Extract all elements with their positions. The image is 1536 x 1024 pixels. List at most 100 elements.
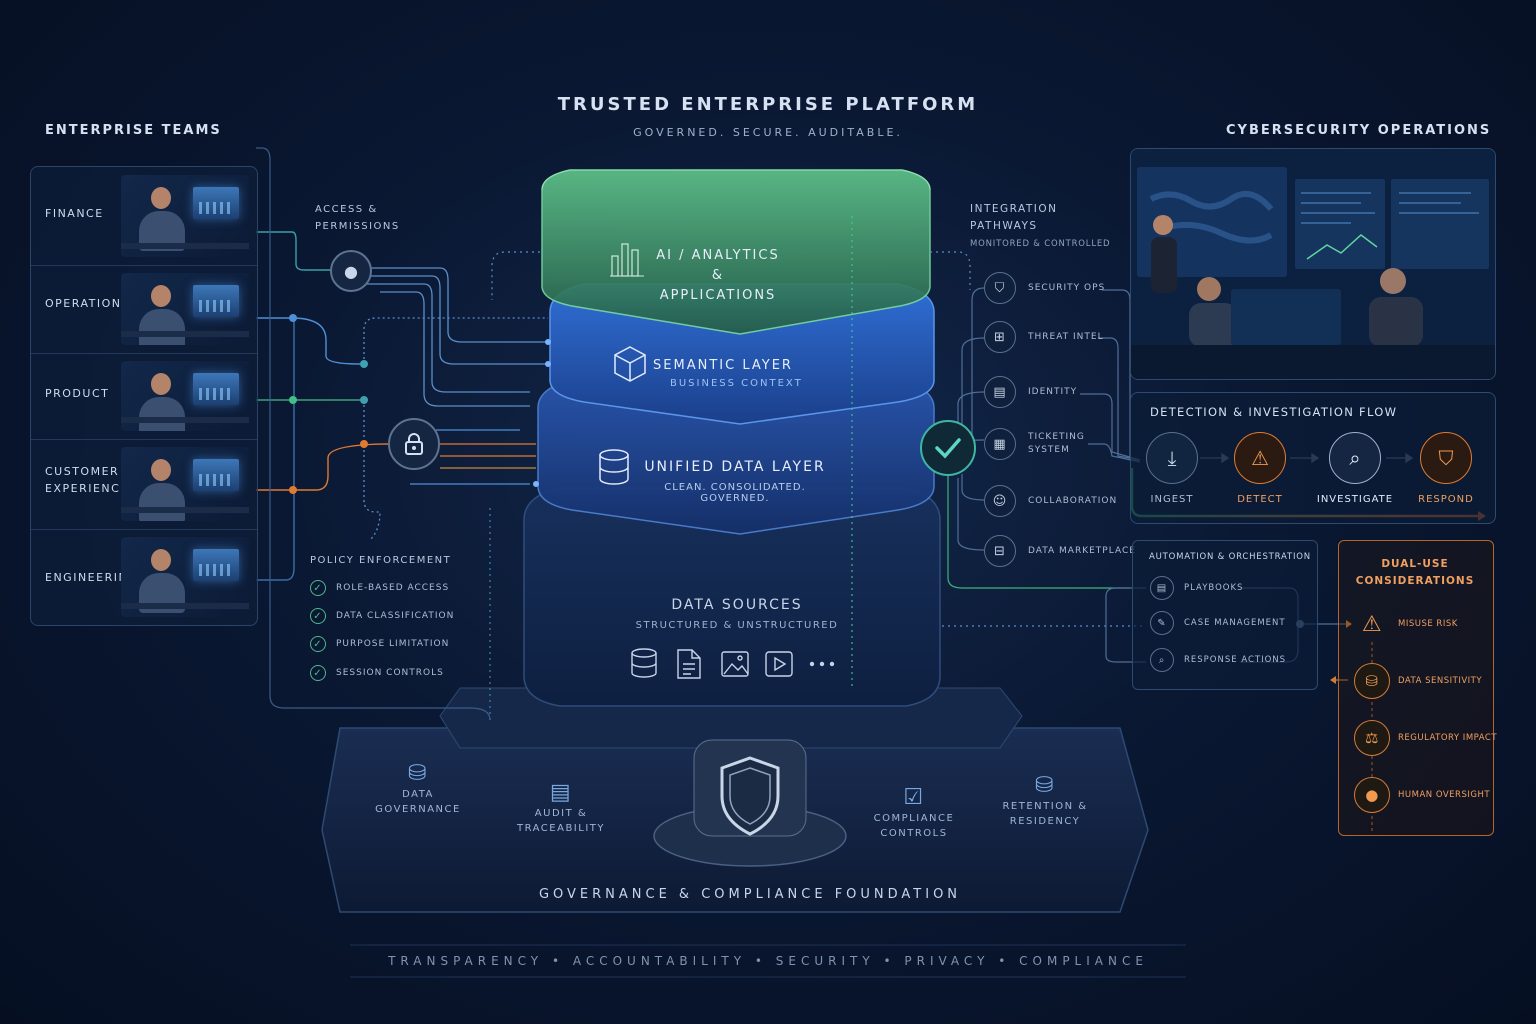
integration-security-ops[interactable]: ⛉SECURITY OPS (984, 272, 1105, 304)
dual-use-title-line2: CONSIDERATIONS (1355, 575, 1475, 587)
integration-data-marketplace[interactable]: ⊟DATA MARKETPLACE (984, 535, 1136, 567)
automation-response-actions[interactable]: ⌕RESPONSE ACTIONS (1150, 648, 1286, 672)
dual-use-label: DATA SENSITIVITY (1398, 676, 1483, 686)
cube-icon (614, 346, 646, 382)
respond-step[interactable]: ⛉ (1420, 432, 1472, 484)
team-label: OPERATIONS (45, 297, 130, 310)
ticket-icon: ▦ (984, 428, 1016, 460)
gov-label-line1: COMPLIANCE (873, 813, 955, 824)
access-label-line2: PERMISSIONS (315, 221, 400, 232)
integration-identity[interactable]: ▤IDENTITY (984, 376, 1077, 408)
database-lock-icon: ⛁ (1354, 663, 1390, 699)
search-icon: ⌕ (1349, 446, 1361, 470)
video-source-icon (765, 651, 793, 677)
case-icon: ✎ (1150, 611, 1174, 635)
ingest-step[interactable]: ⤓ (1146, 432, 1198, 484)
investigate-step[interactable]: ⌕ (1329, 432, 1381, 484)
grid-icon: ⊟ (984, 535, 1016, 567)
gavel-icon: ⚖ (1354, 720, 1390, 756)
gov-label-line2: RESIDENCY (1009, 816, 1081, 827)
shield-icon (720, 756, 780, 836)
lock-icon (405, 433, 423, 455)
source-types-icons (631, 648, 835, 679)
team-finance[interactable]: FINANCE (31, 167, 257, 266)
team-label: FINANCE (45, 207, 104, 220)
ai-label-line1: AI / ANALYTICS & (656, 248, 780, 283)
warning-icon: ⚠ (1251, 446, 1269, 470)
check-icon: ✓ (310, 608, 326, 624)
platform-title: TRUSTED ENTERPRISE PLATFORM (557, 94, 979, 115)
dual-use-label: MISUSE RISK (1398, 619, 1458, 629)
policy-item-label: PURPOSE LIMITATION (336, 639, 450, 649)
ai-analytics-label: AI / ANALYTICS & APPLICATIONS (648, 246, 788, 306)
more-icon (809, 661, 835, 667)
radar-icon: ⊞ (984, 321, 1016, 353)
gov-retention-residency[interactable]: ⛁RETENTION &RESIDENCY (990, 775, 1100, 829)
integration-label: COLLABORATION (1028, 495, 1118, 506)
automation-case-management[interactable]: ✎ CASE MANAGEMENT (1150, 611, 1286, 635)
dual-use-title: DUAL-USE CONSIDERATIONS (1338, 556, 1492, 590)
dual-use-data-sensitivity[interactable]: ⛁ DATA SENSITIVITY (1354, 663, 1482, 699)
gov-label-line2: CONTROLS (880, 828, 948, 839)
policy-item: ✓ ROLE-BASED ACCESS (310, 580, 449, 596)
team-product[interactable]: PRODUCT (31, 353, 257, 440)
cyber-ops-photo (1130, 148, 1496, 380)
cyber-ops-title: CYBERSECURITY OPERATIONS (1226, 123, 1492, 138)
integration-label: THREAT INTEL (1028, 331, 1104, 342)
dual-use-misuse-risk[interactable]: ⚠MISUSE RISK (1354, 606, 1458, 642)
team-photo (121, 361, 249, 431)
monitor-check-node[interactable] (920, 420, 976, 476)
access-user-node[interactable]: ● (330, 250, 372, 292)
gov-label-line1: RETENTION & (1002, 801, 1088, 812)
search-icon: ⌕ (1150, 648, 1174, 672)
gov-audit-traceability[interactable]: ▤AUDIT &TRACEABILITY (506, 782, 616, 836)
gov-data-governance[interactable]: ⛁ DATA GOVERNANCE (368, 761, 468, 817)
check-icon: ✓ (310, 580, 326, 596)
gov-label-line1: AUDIT & (534, 808, 588, 819)
playbook-icon: ▤ (1150, 576, 1174, 600)
team-engineering[interactable]: ENGINEERING (31, 529, 257, 625)
automation-playbooks[interactable]: ▤ PLAYBOOKS (1150, 576, 1243, 600)
check-icon: ✓ (310, 665, 326, 681)
team-photo (121, 447, 249, 521)
governance-title: GOVERNANCE & COMPLIANCE FOUNDATION (538, 887, 962, 902)
automation-label: CASE MANAGEMENT (1184, 618, 1286, 628)
gov-label-line2: TRACEABILITY (516, 823, 605, 834)
dual-use-human-oversight[interactable]: ●HUMAN OVERSIGHT (1354, 777, 1490, 813)
data-sources-subtitle: STRUCTURED & UNSTRUCTURED (635, 620, 839, 631)
integration-ticketing[interactable]: ▦ TICKETING SYSTEM (984, 428, 1124, 460)
data-sources-title: DATA SOURCES (671, 597, 803, 613)
document-source-icon (677, 649, 701, 679)
check-icon: ✓ (310, 636, 326, 652)
id-icon: ▤ (984, 376, 1016, 408)
semantic-layer-title: SEMANTIC LAYER (653, 358, 793, 373)
policy-item-label: DATA CLASSIFICATION (336, 611, 455, 621)
policy-item-label: ROLE-BASED ACCESS (336, 583, 450, 593)
shield-check-icon: ⛉ (1438, 446, 1454, 470)
integration-threat-intel[interactable]: ⊞ THREAT INTEL (984, 321, 1104, 353)
dual-use-regulatory-impact[interactable]: ⚖REGULATORY IMPACT (1354, 720, 1497, 756)
checkmark-icon (935, 438, 961, 459)
team-photo (121, 273, 249, 345)
integration-collaboration[interactable]: ☺COLLABORATION (984, 485, 1117, 517)
semantic-layer-subtitle: BUSINESS CONTEXT (670, 378, 803, 389)
ai-label-line2: APPLICATIONS (659, 288, 777, 303)
platform-subtitle: GOVERNED. SECURE. AUDITABLE. (633, 126, 903, 139)
investigate-label: INVESTIGATE (1316, 494, 1394, 505)
detect-step[interactable]: ⚠ (1234, 432, 1286, 484)
gov-label-line1: DATA (402, 789, 434, 800)
database-icon: ⛁ (408, 761, 428, 786)
shield-icon: ⛉ (984, 272, 1016, 304)
policy-item: ✓ PURPOSE LIMITATION (310, 636, 449, 652)
automation-label: PLAYBOOKS (1184, 583, 1244, 593)
team-operations[interactable]: OPERATIONS (31, 265, 257, 354)
automation-title: AUTOMATION & ORCHESTRATION (1149, 552, 1311, 562)
policy-item: ✓SESSION CONTROLS (310, 665, 444, 681)
access-lock-node[interactable] (388, 418, 440, 470)
team-customer-experience[interactable]: CUSTOMER EXPERIENCE (31, 439, 257, 530)
integration-label: TICKETING SYSTEM (1028, 432, 1085, 455)
image-source-icon (721, 651, 749, 677)
gov-label-line2: GOVERNANCE (375, 804, 461, 815)
team-label: PRODUCT (45, 387, 110, 400)
